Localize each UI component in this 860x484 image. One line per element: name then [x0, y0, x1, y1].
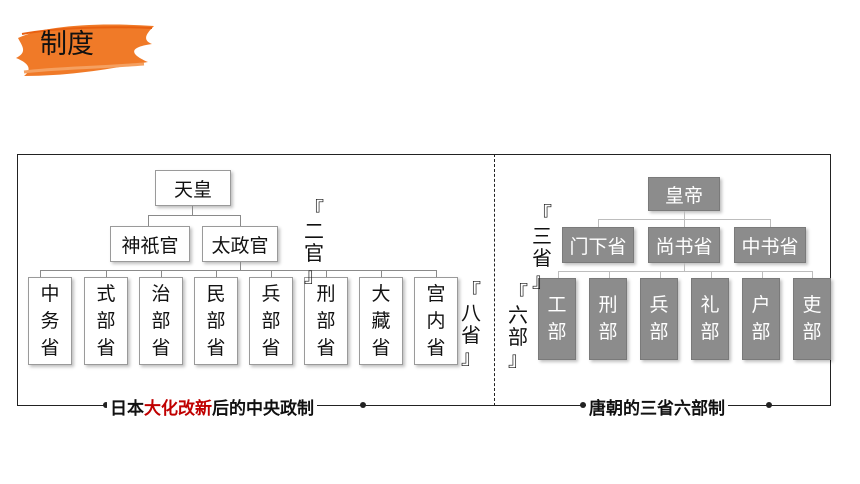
tang-ministry-box: 户部 — [742, 278, 780, 360]
tang-dept-box: 尚书省 — [648, 227, 720, 263]
japan-ministry-box: 大藏省 — [359, 277, 403, 365]
japan-ministry-box: 宫内省 — [414, 277, 458, 365]
caption-dot-right-2 — [766, 402, 772, 408]
japan-ministry-box: 刑部省 — [304, 277, 348, 365]
tang-ministry-box: 工部 — [538, 278, 576, 360]
title-brush-decoration — [16, 24, 154, 76]
japan-caption-highlight: 大化改新 — [144, 399, 212, 419]
caption-dot-left-2 — [580, 402, 586, 408]
tang-dept-box: 门下省 — [562, 227, 634, 263]
caption-dot-left — [103, 402, 109, 408]
japan-two-label: 『二官』 — [304, 197, 324, 287]
japan-ministry-box: 兵部省 — [249, 277, 293, 365]
japan-official-box: 神祇官 — [110, 226, 190, 262]
japan-ministry-box: 民部省 — [194, 277, 238, 365]
frame-bottom-line — [17, 405, 831, 406]
tang-emperor-box: 皇帝 — [648, 177, 720, 211]
japan-ministry-box: 治部省 — [139, 277, 183, 365]
japan-ministry-box: 中务省 — [28, 277, 72, 365]
tang-six-label: 『六部』 — [508, 281, 528, 371]
japan-caption: 日本大化改新后的中央政制 — [107, 394, 317, 419]
japan-ministry-box: 式部省 — [84, 277, 128, 365]
tang-three-label: 『三省』 — [532, 202, 552, 292]
center-divider — [494, 154, 495, 406]
tang-caption: 唐朝的三省六部制 — [586, 394, 728, 419]
tang-ministry-box: 礼部 — [691, 278, 729, 360]
tang-ministry-box: 兵部 — [640, 278, 678, 360]
tang-ministry-box: 刑部 — [589, 278, 627, 360]
caption-dot-right — [360, 402, 366, 408]
tang-dept-box: 中书省 — [734, 227, 806, 263]
japan-official-box: 太政官 — [202, 226, 278, 262]
japan-emperor-box: 天皇 — [155, 170, 231, 206]
page-title: 制度 — [40, 29, 94, 60]
japan-eight-label: 『八省』 — [461, 279, 481, 369]
tang-ministry-box: 吏部 — [793, 278, 831, 360]
